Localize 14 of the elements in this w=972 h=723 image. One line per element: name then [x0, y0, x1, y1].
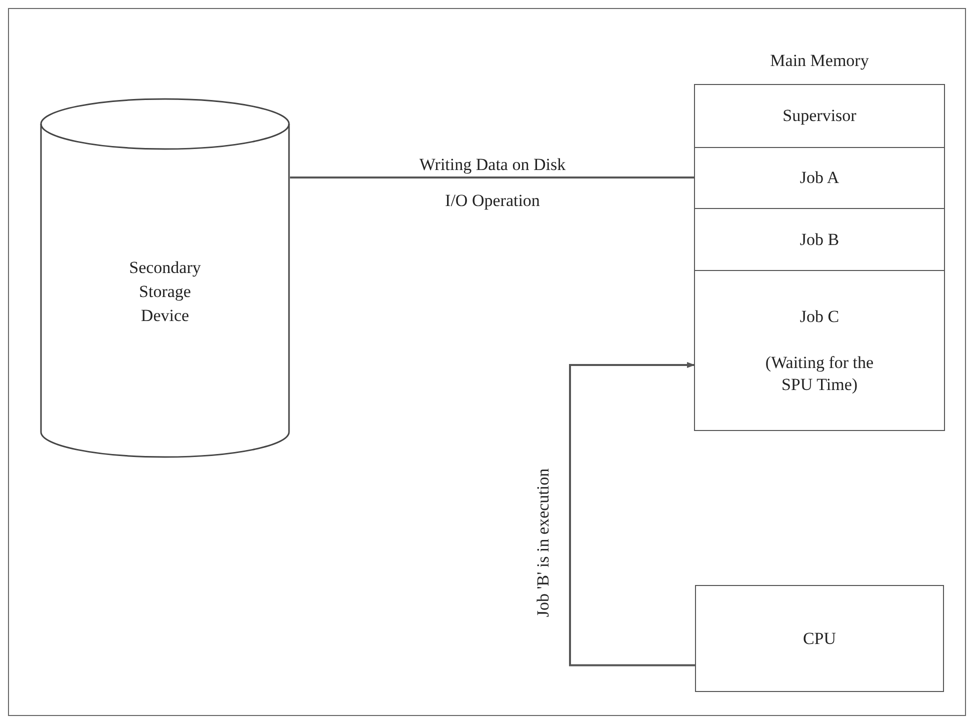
section-label: Job C	[800, 306, 840, 328]
connector	[569, 362, 695, 666]
section-label: Job A	[800, 167, 840, 189]
edge-label: Writing Data on Disk	[418, 154, 567, 176]
node-label: Secondary Storage Device	[128, 257, 202, 327]
section-label: Job B	[800, 228, 840, 250]
connector	[290, 176, 695, 178]
edge-label: Job 'B' is in execution	[532, 467, 554, 620]
memory-section	[695, 585, 944, 692]
section-label: (Waiting for the SPU Time)	[764, 352, 875, 396]
section-label: CPU	[802, 628, 836, 650]
operation-note: I/O Operation	[444, 190, 541, 212]
section-label: Supervisor	[782, 105, 856, 127]
memory-heading: Main Memory	[769, 50, 870, 72]
